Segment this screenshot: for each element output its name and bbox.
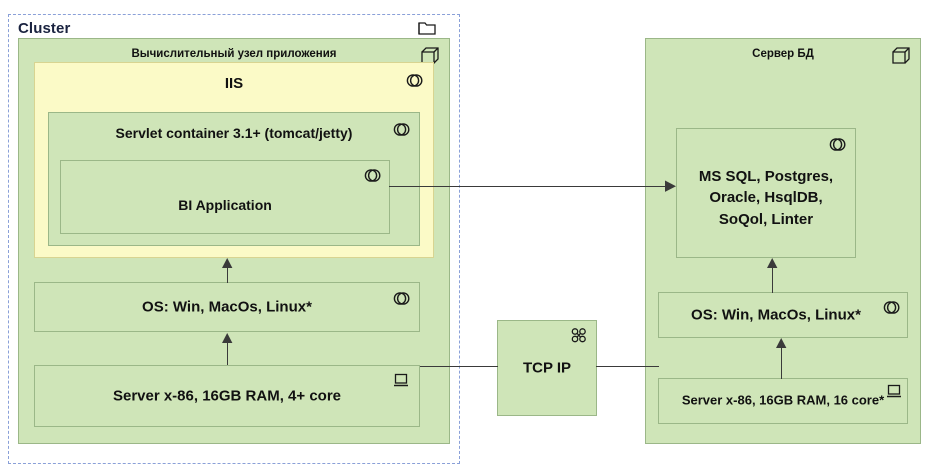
tcp-ip-label: TCP IP [522,359,572,377]
app-hardware-box[interactable]: Server x-86, 16GB RAM, 4+ core [34,365,420,427]
bi-application[interactable]: BI Application [60,160,390,234]
app-server-to-tcpip-line [420,366,498,367]
dbms-label: MS SQL, Postgres, Oracle, HsqlDB, SoQol,… [677,166,855,230]
dbms-label-line-3: SoQol, Linter [718,210,814,228]
dbms-label-line-1: MS SQL, Postgres, [698,168,834,186]
bi-app-to-dbms-line [389,186,672,187]
component-ball-icon [364,167,381,184]
node-3d-icon [421,47,439,64]
db-os-to-dbms-arrowhead [767,258,778,268]
db-hardware-label: Server x-86, 16GB RAM, 16 core* [681,392,885,408]
app-os-box[interactable]: OS: Win, MacOs, Linux* [34,282,420,332]
device-monitor-icon [393,373,409,388]
tcp-ip-network[interactable]: TCP IP [497,320,597,416]
hardware-to-os-line [227,341,228,365]
db-os-label: OS: Win, MacOs, Linux* [691,306,861,324]
network-node-icon [570,327,588,344]
bi-application-title: BI Application [178,197,272,213]
tcpip-to-db-server-line [596,366,659,367]
servlet-container-title: Servlet container 3.1+ (tomcat/jetty) [115,125,353,141]
folder-icon [418,20,436,35]
component-ball-icon [829,136,846,153]
iis-title: IIS [224,75,244,92]
db-node-title: Сервер БД [752,48,814,60]
db-hardware-box[interactable]: Server x-86, 16GB RAM, 16 core* [658,378,908,424]
app-hardware-label: Server x-86, 16GB RAM, 4+ core [112,387,342,405]
os-to-iis-line [227,265,228,283]
component-ball-icon [406,72,423,89]
hardware-to-os-arrowhead [222,333,233,343]
db-os-box[interactable]: OS: Win, MacOs, Linux* [658,292,908,338]
component-ball-icon [393,121,410,138]
device-monitor-icon [886,384,902,399]
app-os-label: OS: Win, MacOs, Linux* [142,298,312,316]
dbms-label-line-2: Oracle, HsqlDB, [709,189,823,207]
db-os-to-dbms-line [772,266,773,293]
dbms-box[interactable]: MS SQL, Postgres, Oracle, HsqlDB, SoQol,… [676,128,856,258]
component-ball-icon [883,299,900,316]
os-to-iis-arrowhead [222,258,233,268]
db-hardware-to-os-line [781,346,782,379]
db-hardware-to-os-arrowhead [776,338,787,348]
bi-app-to-dbms-arrowhead [665,180,676,192]
cluster-package [8,14,460,464]
component-ball-icon [393,290,410,307]
node-3d-icon [892,47,910,64]
cluster-label: Cluster [18,20,71,37]
app-node-title: Вычислительный узел приложения [131,48,337,60]
